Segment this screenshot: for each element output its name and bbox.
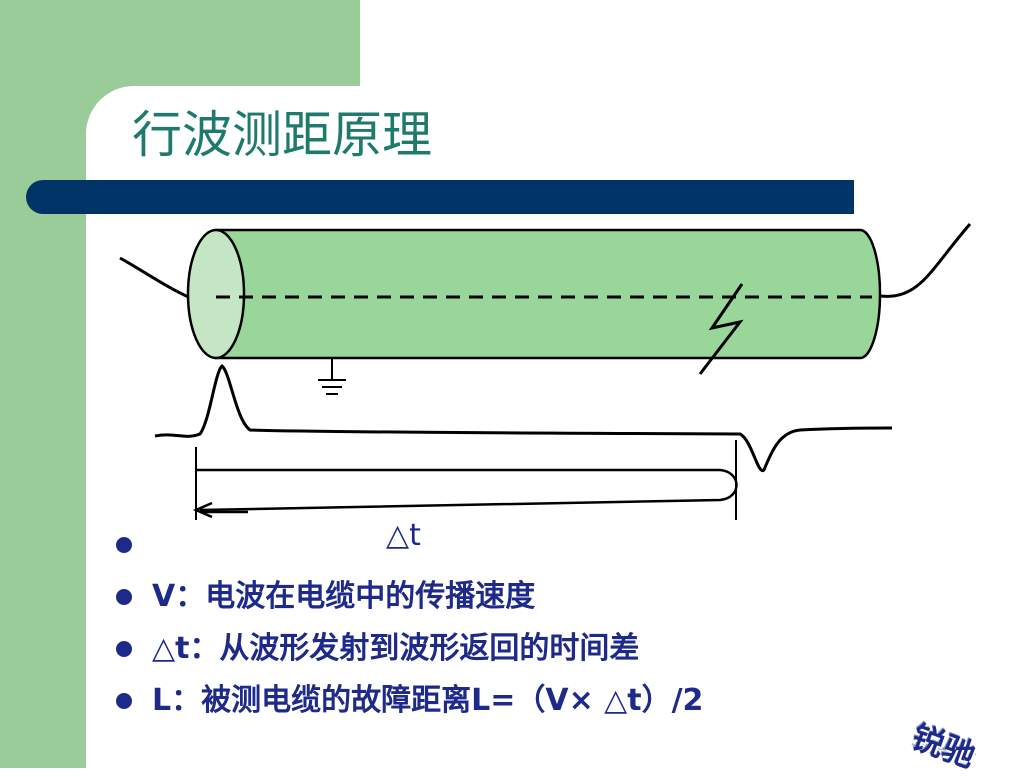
round-trip-arrow <box>196 468 738 512</box>
bullet-dot-icon <box>116 537 132 553</box>
lightning-fault-icon <box>698 283 744 375</box>
bullet-list: V：电波在电缆中的传播速度 △t：从波形发射到波形返回的时间差 L：被测电缆的故… <box>112 520 703 728</box>
logo-swoosh-icon <box>911 736 977 758</box>
bullet-item <box>112 520 703 572</box>
slide-title: 行波测距原理 <box>132 106 432 164</box>
bullet-text: L：被测电缆的故障距离L=（V× △t）/2 <box>152 683 704 718</box>
bullet-text: V：电波在电缆中的传播速度 <box>152 579 536 614</box>
bullet-dot-icon <box>116 641 132 657</box>
bullet-dot-icon <box>116 693 132 709</box>
bullet-item: V：电波在电缆中的传播速度 <box>112 572 703 624</box>
bullet-item: △t：从波形发射到波形返回的时间差 <box>112 624 703 676</box>
bullet-text: △t：从波形发射到波形返回的时间差 <box>152 631 640 666</box>
delta-t-label: △t <box>386 518 421 553</box>
cable <box>186 228 882 360</box>
title-divider <box>26 180 854 214</box>
bullet-item: L：被测电缆的故障距离L=（V× △t）/2 <box>112 676 703 728</box>
cable-end-face <box>186 228 246 360</box>
cable-body <box>214 228 882 360</box>
reflection-waveform <box>154 364 893 472</box>
right-wire <box>879 223 972 298</box>
bullet-dot-icon <box>116 589 132 605</box>
ground-symbol-icon <box>318 358 346 395</box>
arrow-head-icon <box>192 501 213 519</box>
